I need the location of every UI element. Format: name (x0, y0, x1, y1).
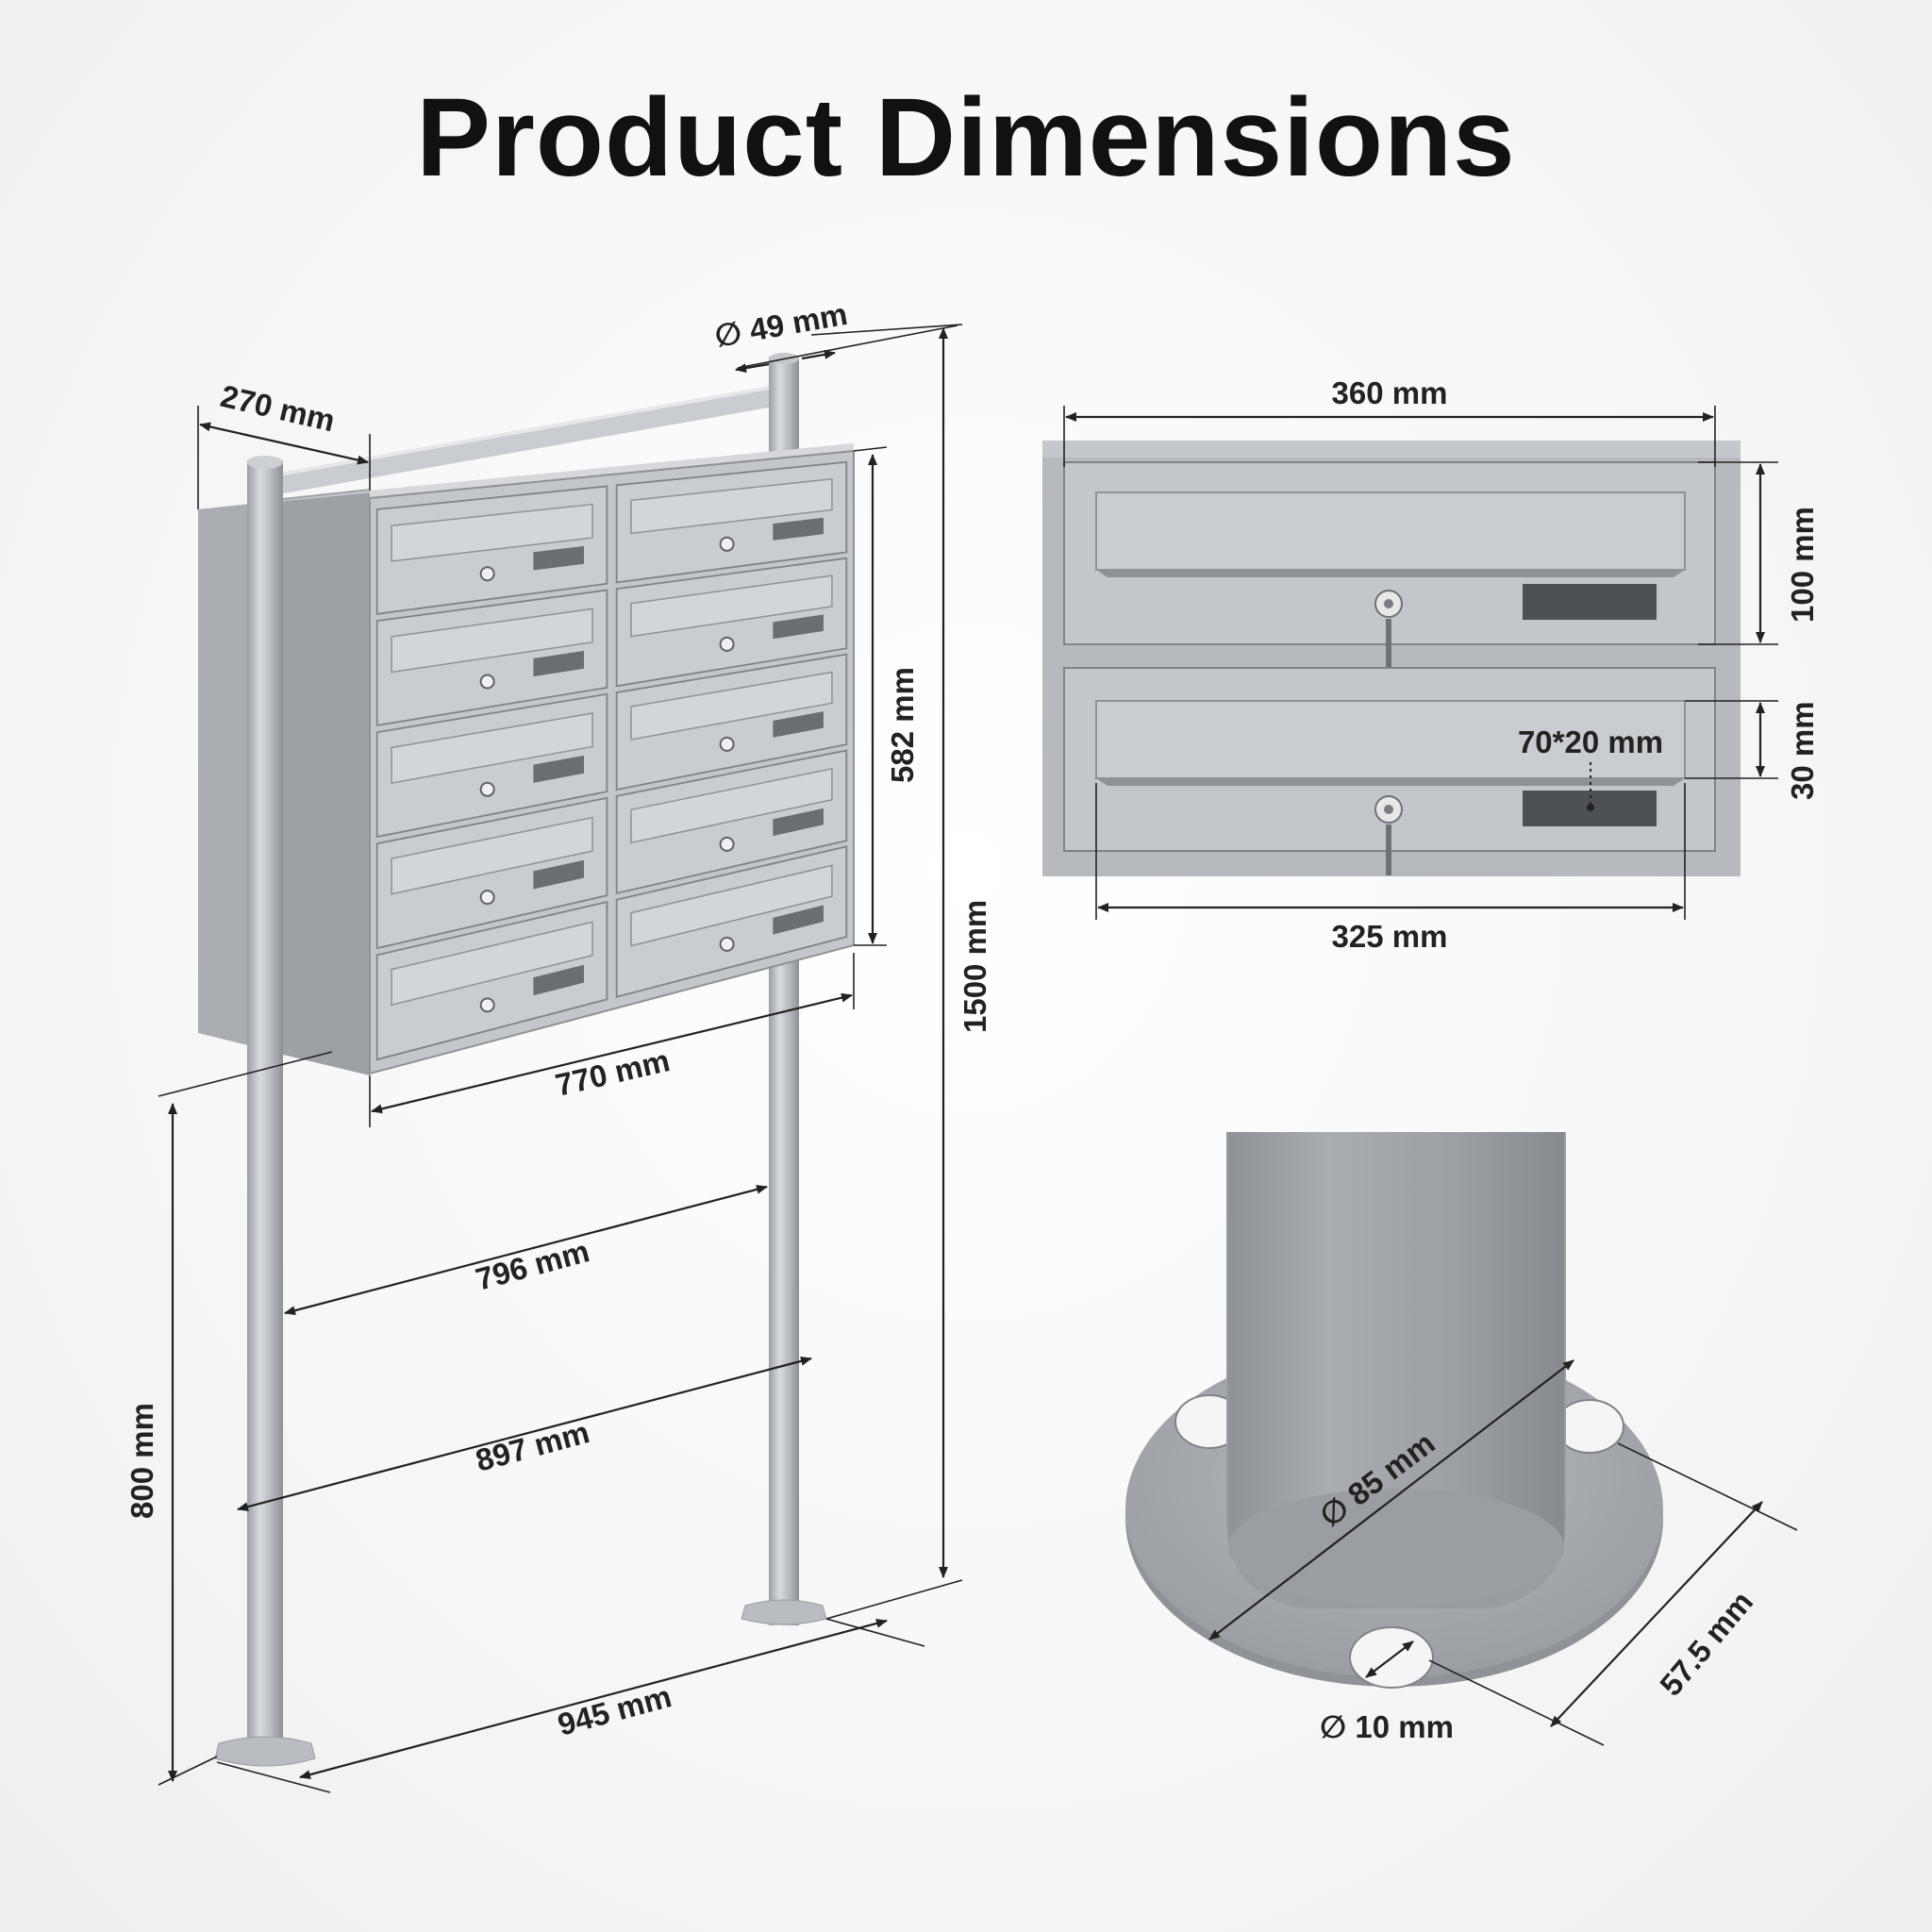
mailbox-name-plate (533, 964, 585, 996)
label-slot-height: 30 mm (1785, 701, 1820, 800)
mailbox-lock-icon (479, 997, 495, 1013)
mailbox-lock-icon (719, 736, 735, 752)
label-post-spacing-inner: 796 mm (472, 1233, 592, 1297)
label-door-width: 360 mm (1332, 375, 1448, 410)
top-rail (262, 387, 769, 497)
label-box-width: 770 mm (552, 1042, 673, 1103)
mailbox-lock-icon (479, 781, 495, 797)
door-detail (1042, 441, 1740, 876)
label-pipe-diameter: ∅ 49 mm (712, 296, 850, 354)
mailbox-lock-icon (479, 566, 495, 582)
mailbox-lock-icon (479, 890, 495, 906)
mailbox-door-flap (630, 477, 833, 535)
mailbox-door-flap (391, 712, 593, 784)
label-base-width: 945 mm (554, 1678, 675, 1742)
bottom-door-key-icon (1386, 824, 1391, 875)
label-name-plate: 70*20 mm (1518, 724, 1663, 759)
mailbox-lock-icon (719, 636, 735, 652)
top-door-flap (1095, 491, 1686, 571)
mailbox-lock-icon (719, 536, 735, 552)
mailbox-door-flap (391, 608, 593, 674)
top-door-key-icon (1386, 619, 1391, 711)
label-depth: 270 mm (217, 378, 338, 439)
page-title: Product Dimensions (416, 75, 1516, 200)
mailbox-door-flap (391, 503, 593, 562)
label-post-spacing-outer: 897 mm (472, 1414, 592, 1478)
right-post-foot (741, 1599, 827, 1625)
mailbox-name-plate (773, 614, 824, 640)
left-post-cap (247, 456, 283, 469)
label-door-height: 100 mm (1785, 507, 1820, 623)
mailbox-door-flap (630, 768, 833, 844)
top-door-name-plate (1523, 584, 1657, 620)
mailbox-name-plate (773, 808, 824, 837)
mailbox-door-flap (630, 671, 833, 741)
mailbox-lock-icon (719, 936, 735, 952)
mailbox-name-plate (533, 545, 585, 571)
mailbox-doors (375, 460, 848, 1061)
mailbox-door-flap (630, 864, 833, 947)
mailbox-assembly (198, 353, 855, 1767)
door-dimensions: 360 mm 100 mm 30 mm 70*20 mm 325 mm (1063, 375, 1820, 954)
mailbox-lock-icon (719, 836, 735, 852)
label-box-height: 582 mm (885, 667, 920, 783)
post-base-detail (1125, 1132, 1663, 1689)
mailbox-name-plate (773, 517, 824, 541)
label-slot-width: 325 mm (1332, 919, 1448, 954)
mailbox-name-plate (533, 859, 585, 890)
label-total-height: 1500 mm (958, 900, 992, 1033)
mailbox-lock-icon (479, 674, 495, 690)
bottom-door-flap (1095, 700, 1686, 779)
left-post-foot (214, 1736, 316, 1767)
mailbox-door-flap (630, 575, 833, 638)
mailbox-door-flap (391, 816, 593, 895)
left-post (247, 460, 283, 1757)
mailbox-name-plate (533, 755, 585, 783)
mailbox-name-plate (773, 905, 824, 935)
mailbox-name-plate (773, 711, 824, 738)
label-leg-height: 800 mm (125, 1403, 159, 1519)
mailbox-name-plate (533, 650, 585, 677)
label-hole-diameter: ∅ 10 mm (1320, 1709, 1454, 1744)
